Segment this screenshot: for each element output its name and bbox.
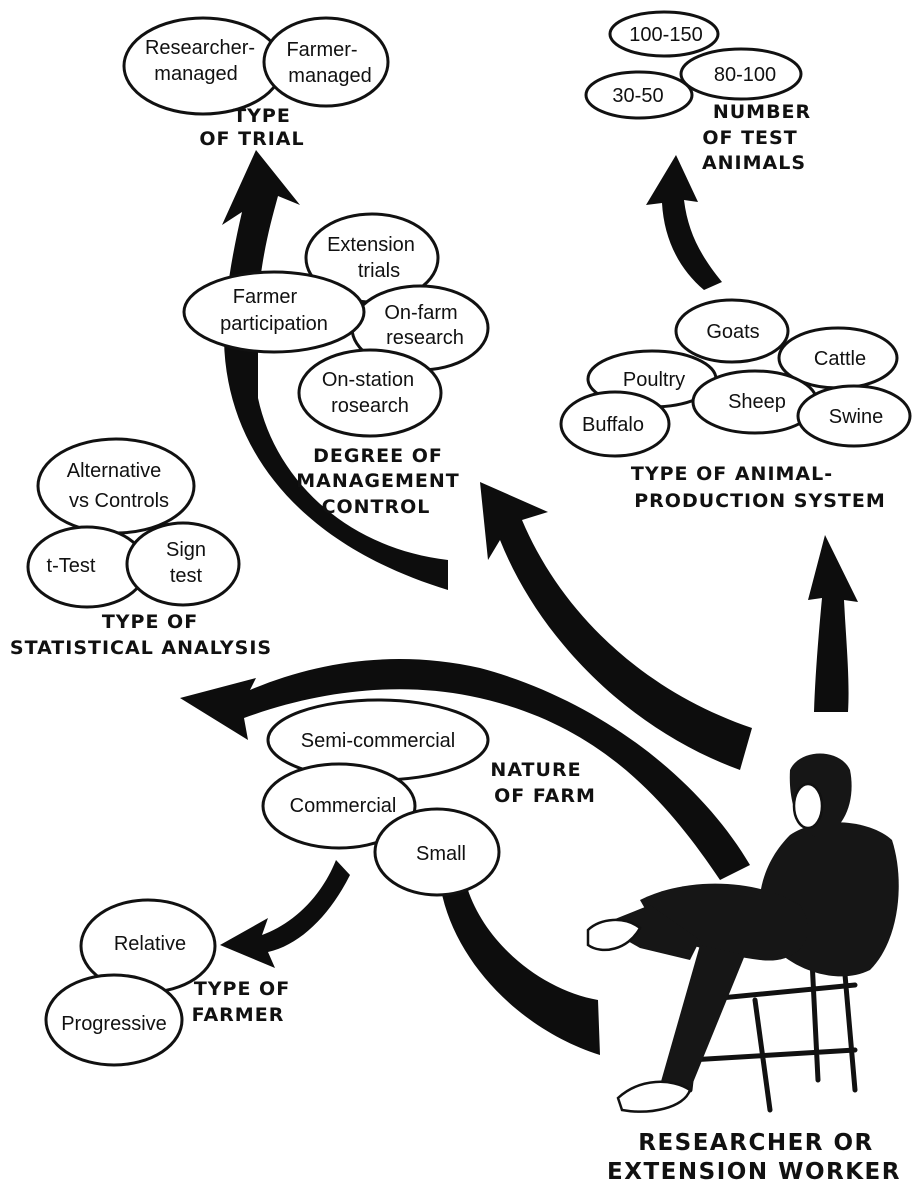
- goats-label: Goats: [706, 321, 759, 343]
- number-of-test-animals-group: 100-150 80-100 30-50 NUMBER OF TEST ANIM…: [584, 10, 811, 174]
- arrow-to-number-of-test-animals: [646, 155, 722, 290]
- small-label: Small: [416, 843, 466, 865]
- researcher-shoe-back: [616, 1080, 692, 1113]
- alternative-controls-ellipse: [36, 437, 196, 535]
- researcher-shoe-front: [586, 918, 642, 952]
- type-of-trial-group: Researcher- managed Farmer- managed TYPE…: [122, 16, 390, 150]
- number-of-test-animals-title-3: ANIMALS: [702, 152, 806, 174]
- on-station-research-ellipse: [297, 348, 443, 438]
- buffalo-label: Buffalo: [582, 414, 644, 436]
- farmer-participation-label-1: Farmer: [233, 286, 298, 308]
- statistical-analysis-group: Alternative vs Controls t-Test Sign test…: [10, 437, 272, 659]
- nature-of-farm-title-2: OF FARM: [494, 785, 596, 807]
- commercial-label: Commercial: [290, 795, 397, 817]
- poultry-label: Poultry: [623, 369, 685, 391]
- arrow-to-type-of-farmer: [220, 860, 350, 968]
- researcher-managed-label-1: Researcher-: [145, 37, 255, 59]
- arrow-to-management-control: [480, 482, 752, 770]
- buffalo-ellipse: [559, 390, 671, 458]
- researcher-face: [792, 782, 824, 830]
- type-of-trial-title-1: TYPE: [233, 105, 291, 127]
- range-mid-ellipse: [679, 47, 803, 101]
- swine-label: Swine: [829, 406, 883, 428]
- range-high-ellipse: [608, 10, 720, 58]
- commercial-ellipse: [261, 762, 417, 850]
- type-of-farmer-title-2: FARMER: [192, 1004, 285, 1026]
- sheep-label: Sheep: [728, 391, 786, 413]
- progressive-label: Progressive: [61, 1013, 167, 1035]
- extension-trials-label-1: Extension: [327, 234, 415, 256]
- on-station-label-1: On-station: [322, 369, 414, 391]
- researcher-title-1: RESEARCHER OR: [638, 1130, 874, 1156]
- researcher-shin-back: [660, 945, 745, 1090]
- statistical-analysis-title-1: TYPE OF: [102, 611, 198, 633]
- small-ellipse: [373, 807, 501, 897]
- researcher-managed-label-2: managed: [154, 63, 237, 85]
- animal-production-group: Goats Cattle Poultry Sheep Swine Buffalo…: [559, 298, 912, 512]
- number-of-test-animals-title-1: NUMBER: [713, 101, 811, 123]
- t-test-label: t-Test: [47, 555, 96, 577]
- goats-ellipse: [674, 298, 790, 364]
- on-farm-label-1: On-farm: [384, 302, 457, 324]
- on-station-label-2: rosearch: [331, 395, 409, 417]
- researcher-title-2: EXTENSION WORKER: [607, 1159, 901, 1185]
- animal-production-title-2: PRODUCTION SYSTEM: [634, 490, 886, 512]
- range-high-label: 100-150: [629, 24, 702, 46]
- type-of-farmer-title-1: TYPE OF: [194, 978, 290, 1000]
- nature-of-farm-title-1: NATURE: [490, 759, 581, 781]
- alternative-label-2: vs Controls: [69, 490, 169, 512]
- farmer-managed-label-1: Farmer-: [286, 39, 357, 61]
- type-of-trial-title-2: OF TRIAL: [199, 128, 304, 150]
- range-mid-label: 80-100: [714, 64, 776, 86]
- farmer-managed-ellipse: [262, 16, 390, 108]
- type-of-farmer-group: Relative Progressive TYPE OF FARMER: [44, 898, 290, 1067]
- progressive-ellipse: [44, 973, 184, 1067]
- swine-ellipse: [796, 384, 912, 448]
- range-low-label: 30-50: [612, 85, 663, 107]
- sign-test-label-1: Sign: [166, 539, 206, 561]
- arrow-to-statistical-analysis: [180, 659, 750, 880]
- number-of-test-animals-title-2: OF TEST: [702, 127, 797, 149]
- management-control-title-3: CONTROL: [322, 496, 431, 518]
- arrow-to-animal-production: [808, 535, 858, 712]
- extension-trials-label-2: trials: [358, 260, 400, 282]
- researcher-shin-front: [600, 905, 700, 960]
- sign-test-ellipse: [125, 521, 241, 607]
- farmer-participation-ellipse: [182, 270, 366, 354]
- farmer-participation-label-2: participation: [220, 313, 328, 335]
- management-control-title-1: DEGREE OF: [313, 445, 443, 467]
- management-control-group: Extension trials Farmer participation On…: [182, 212, 490, 518]
- researcher-title-group: RESEARCHER OR EXTENSION WORKER: [607, 1130, 901, 1185]
- alternative-label-1: Alternative: [67, 460, 162, 482]
- sign-test-label-2: test: [170, 565, 203, 587]
- statistical-analysis-title-2: STATISTICAL ANALYSIS: [10, 637, 272, 659]
- semi-commercial-label: Semi-commercial: [301, 730, 455, 752]
- range-low-ellipse: [584, 70, 694, 120]
- farmer-managed-label-2: managed: [288, 65, 371, 87]
- cattle-label: Cattle: [814, 348, 866, 370]
- researcher-illustration: [586, 753, 899, 1113]
- animal-production-title-1: TYPE OF ANIMAL-: [631, 463, 833, 485]
- relative-label: Relative: [114, 933, 186, 955]
- on-farm-label-2: research: [386, 327, 464, 349]
- arrow-to-type-of-trial: [222, 150, 448, 590]
- nature-of-farm-group: Semi-commercial Commercial Small NATURE …: [261, 698, 596, 897]
- management-control-title-2: MANAGEMENT: [296, 470, 460, 492]
